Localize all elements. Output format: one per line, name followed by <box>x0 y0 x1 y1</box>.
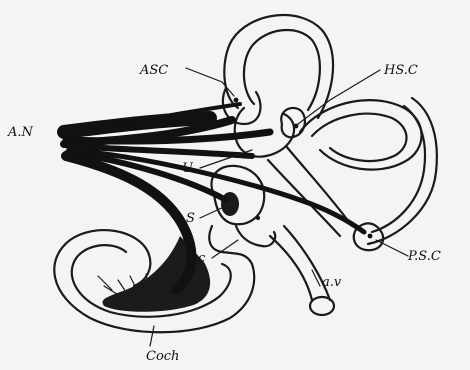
horizontal-semicircular-canal <box>281 100 421 169</box>
acoustic-nerve <box>64 104 364 290</box>
label-c: c <box>198 251 206 266</box>
label-coch: Coch <box>146 349 179 364</box>
saccule-dot <box>256 216 260 220</box>
psc-ampulla-crista <box>368 234 373 239</box>
asc-ampulla-crista <box>234 98 239 103</box>
label-asc: ASC <box>139 63 168 78</box>
endolymphatic-sac <box>310 297 334 315</box>
vestibular-aqueduct <box>270 226 334 315</box>
cochlea <box>54 226 275 332</box>
label-av: a.v <box>322 275 342 290</box>
label-u: U <box>182 161 194 176</box>
label-s: S <box>186 211 195 226</box>
label-hsc: HS.C <box>383 63 418 78</box>
label-an: A.N <box>7 125 34 140</box>
label-psc: P.S.C <box>407 249 441 264</box>
